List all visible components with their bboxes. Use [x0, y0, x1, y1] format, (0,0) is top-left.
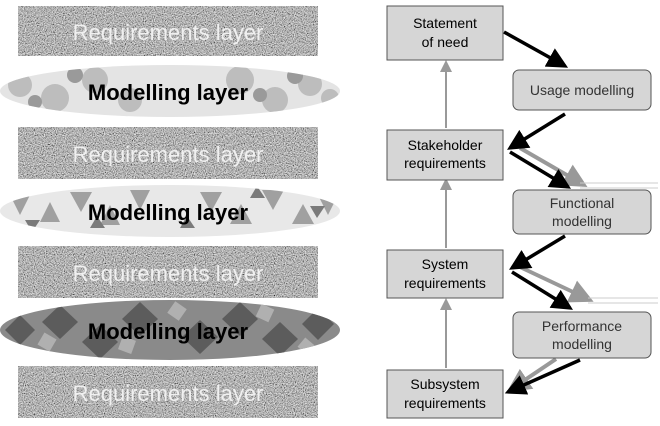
box-statement-of-need: Statement of need [386, 5, 504, 61]
modelling-layer-2-label: Modelling layer [88, 200, 249, 225]
faint-right-lines [580, 182, 658, 304]
requirements-layer-2: Requirements layer [18, 127, 318, 179]
box-stakeholder-line2: requirements [404, 155, 486, 171]
box-performance-line1: Performance [542, 318, 622, 334]
box-statement-line2: of need [422, 34, 469, 50]
modelling-layer-2: Modelling layer [0, 185, 340, 237]
requirements-layer-1-label: Requirements layer [73, 20, 264, 45]
box-subsystem-requirements: Subsystem requirements [386, 369, 504, 419]
modelling-layer-1-label: Modelling layer [88, 80, 249, 105]
box-performance-line2: modelling [552, 336, 612, 352]
modelling-layer-3-label: Modelling layer [88, 319, 249, 344]
box-subsystem-line2: requirements [404, 395, 486, 411]
box-functional-line2: modelling [552, 213, 612, 229]
box-system-line2: requirements [404, 275, 486, 291]
box-subsystem-line1: Subsystem [410, 376, 479, 392]
box-usage-modelling: Usage modelling [512, 69, 652, 111]
process-flow-diagram: Statement of need Stakeholder requiremen… [360, 0, 660, 421]
box-stakeholder-requirements: Stakeholder requirements [386, 129, 504, 181]
modelling-layer-1: Modelling layer [0, 65, 340, 117]
box-system-requirements: System requirements [386, 249, 504, 299]
requirements-layer-3: Requirements layer [18, 246, 318, 298]
requirements-layer-4-label: Requirements layer [73, 381, 264, 406]
box-stakeholder-line1: Stakeholder [408, 137, 483, 153]
box-system-line1: System [422, 256, 469, 272]
box-performance-modelling: Performance modelling [512, 311, 652, 359]
modelling-layer-3: Modelling layer [0, 300, 340, 360]
requirements-layer-1: Requirements layer [18, 6, 318, 56]
box-functional-line1: Functional [550, 195, 615, 211]
requirements-layer-3-label: Requirements layer [73, 261, 264, 286]
requirements-layer-2-label: Requirements layer [73, 142, 264, 167]
box-functional-modelling: Functional modelling [512, 189, 652, 235]
layer-stack: Requirements layer Requirements layer Re… [0, 6, 340, 418]
requirements-layer-4: Requirements layer [18, 366, 318, 418]
box-statement-line1: Statement [413, 15, 477, 31]
black-process-arrows [503, 30, 581, 395]
box-usage-line1: Usage modelling [530, 82, 634, 98]
